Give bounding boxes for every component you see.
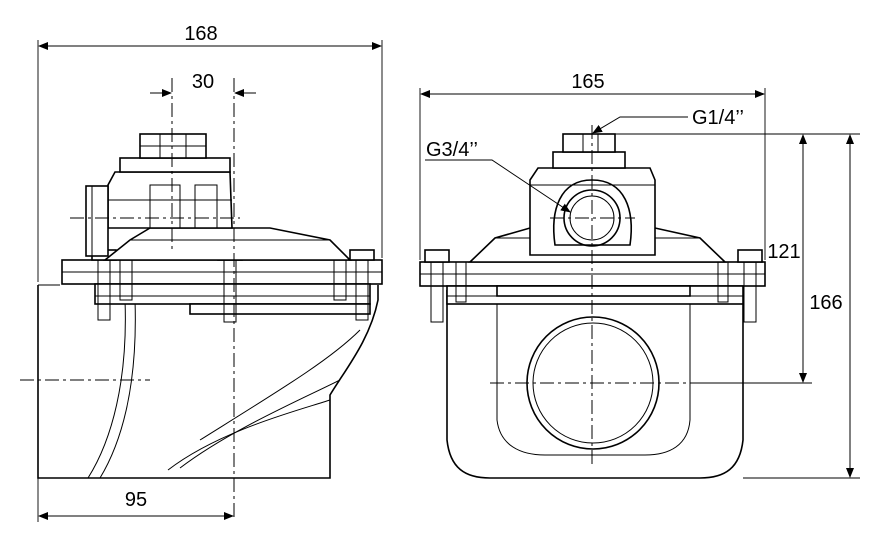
dim-label-30: 30 xyxy=(192,71,214,93)
front-view-dimensions: 165 121 166 G1/4’’ G3/4’’ xyxy=(419,71,860,479)
side-view-dimensions: 168 30 95 xyxy=(37,23,383,522)
leader-g3-4 xyxy=(425,159,571,213)
dim-label-121: 121 xyxy=(767,241,800,263)
leader-g1-4 xyxy=(592,116,688,134)
dim-label-166: 166 xyxy=(809,292,842,314)
side-view xyxy=(20,78,383,520)
label-g1-4: G1/4’’ xyxy=(692,107,744,129)
label-g3-4: G3/4’’ xyxy=(426,139,478,161)
front-view xyxy=(419,125,766,479)
dim-label-168: 168 xyxy=(184,23,217,45)
dim-label-165: 165 xyxy=(571,71,604,93)
dim-label-95: 95 xyxy=(125,489,147,511)
